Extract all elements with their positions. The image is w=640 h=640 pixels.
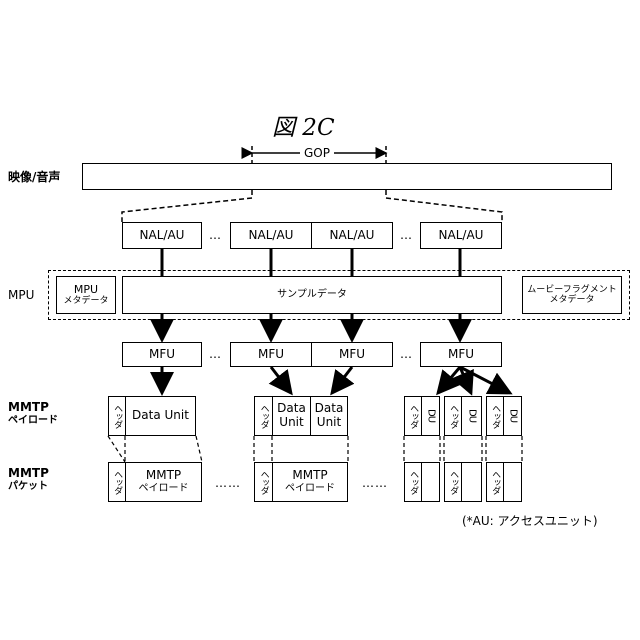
payload-data-unit-2-line2: Unit bbox=[279, 416, 303, 430]
packet-payload-1: MMTP ペイロード bbox=[125, 462, 202, 502]
packet-header-4: ヘッダ bbox=[444, 462, 462, 502]
packet-payload-2: MMTP ペイロード bbox=[272, 462, 348, 502]
movie-fragment-metadata: ムービーフラグメント メタデータ bbox=[522, 276, 622, 314]
payload-data-unit-3: Data Unit bbox=[310, 396, 348, 436]
packet-header-1: ヘッダ bbox=[108, 462, 126, 502]
ellipsis-nal-1: … bbox=[209, 228, 222, 242]
arrow-mfu4-du1 bbox=[438, 367, 460, 393]
mpu-metadata-line1: MPU bbox=[74, 284, 98, 297]
payload-data-unit-3-line2: Unit bbox=[317, 416, 341, 430]
row-label-mmtp-packet-line2: パケット bbox=[8, 481, 49, 494]
ellipsis-mfu-1: … bbox=[209, 347, 222, 361]
payload-header-1: ヘッダ bbox=[108, 396, 126, 436]
movie-fragment-metadata-line1: ムービーフラグメント bbox=[527, 285, 616, 295]
packet-header-5: ヘッダ bbox=[486, 462, 504, 502]
arrow-mfu4-du3 bbox=[460, 367, 510, 393]
ellipsis-packet-2: …… bbox=[362, 476, 388, 490]
packet-payload-3 bbox=[421, 462, 440, 502]
nal-au-4: NAL/AU bbox=[420, 222, 502, 249]
arrow-mfu3-payload bbox=[332, 367, 352, 393]
payload-data-unit-3-line1: Data bbox=[315, 402, 344, 416]
ellipsis-mfu-2: … bbox=[400, 347, 413, 361]
row-label-mpu: MPU bbox=[8, 288, 34, 303]
mfu-1: MFU bbox=[122, 342, 202, 367]
figure-title: 図 2C bbox=[272, 108, 335, 142]
payload-header-5: ヘッダ bbox=[486, 396, 504, 436]
movie-fragment-metadata-line2: メタデータ bbox=[549, 295, 594, 305]
gop-expansion-right bbox=[386, 190, 502, 222]
ellipsis-nal-2: … bbox=[400, 228, 413, 242]
payload-du-1: DU bbox=[421, 396, 440, 436]
row-label-mmtp-packet-line1: MMTP bbox=[8, 466, 49, 481]
mfu-3: MFU bbox=[311, 342, 393, 367]
sample-data: サンプルデータ bbox=[122, 276, 502, 314]
row-label-mmtp-payload-line2: ペイロード bbox=[8, 415, 58, 428]
packet-payload-2-line1: MMTP bbox=[292, 469, 327, 483]
packet-payload-4 bbox=[461, 462, 482, 502]
nal-au-2: NAL/AU bbox=[230, 222, 312, 249]
packet-payload-2-line2: ペイロード bbox=[285, 483, 335, 495]
payload-du-3: DU bbox=[503, 396, 522, 436]
mpu-metadata-line2: メタデータ bbox=[63, 296, 108, 306]
video-audio-stream bbox=[82, 163, 612, 190]
payload-header-3: ヘッダ bbox=[404, 396, 422, 436]
payload-du-2: DU bbox=[461, 396, 482, 436]
payload-header-4: ヘッダ bbox=[444, 396, 462, 436]
packet-payload-1-line1: MMTP bbox=[146, 469, 181, 483]
row-label-mmtp-payload-line1: MMTP bbox=[8, 400, 58, 415]
packet-payload-1-line2: ペイロード bbox=[139, 483, 189, 495]
payload-header-2: ヘッダ bbox=[254, 396, 273, 436]
row-label-video-audio: 映像/音声 bbox=[8, 170, 60, 185]
row-label-mmtp-packet: MMTP パケット bbox=[8, 466, 49, 494]
footnote: (*AU: アクセスユニット) bbox=[462, 512, 598, 529]
row-label-mmtp-payload: MMTP ペイロード bbox=[8, 400, 58, 428]
nal-au-3: NAL/AU bbox=[311, 222, 393, 249]
mfu-2: MFU bbox=[230, 342, 312, 367]
mfu-4: MFU bbox=[420, 342, 502, 367]
mpu-metadata: MPU メタデータ bbox=[56, 276, 116, 314]
packet-header-2: ヘッダ bbox=[254, 462, 273, 502]
payload-data-unit-1: Data Unit bbox=[125, 396, 196, 436]
arrow-mfu2-payload bbox=[271, 367, 291, 393]
gop-label: GOP bbox=[300, 146, 334, 160]
ellipsis-packet-1: …… bbox=[215, 476, 241, 490]
packet-payload-5 bbox=[503, 462, 522, 502]
gop-expansion-left bbox=[122, 190, 252, 222]
payload-data-unit-2-line1: Data bbox=[277, 402, 306, 416]
nal-au-1: NAL/AU bbox=[122, 222, 202, 249]
payload-data-unit-2: Data Unit bbox=[272, 396, 311, 436]
packet-header-3: ヘッダ bbox=[404, 462, 422, 502]
